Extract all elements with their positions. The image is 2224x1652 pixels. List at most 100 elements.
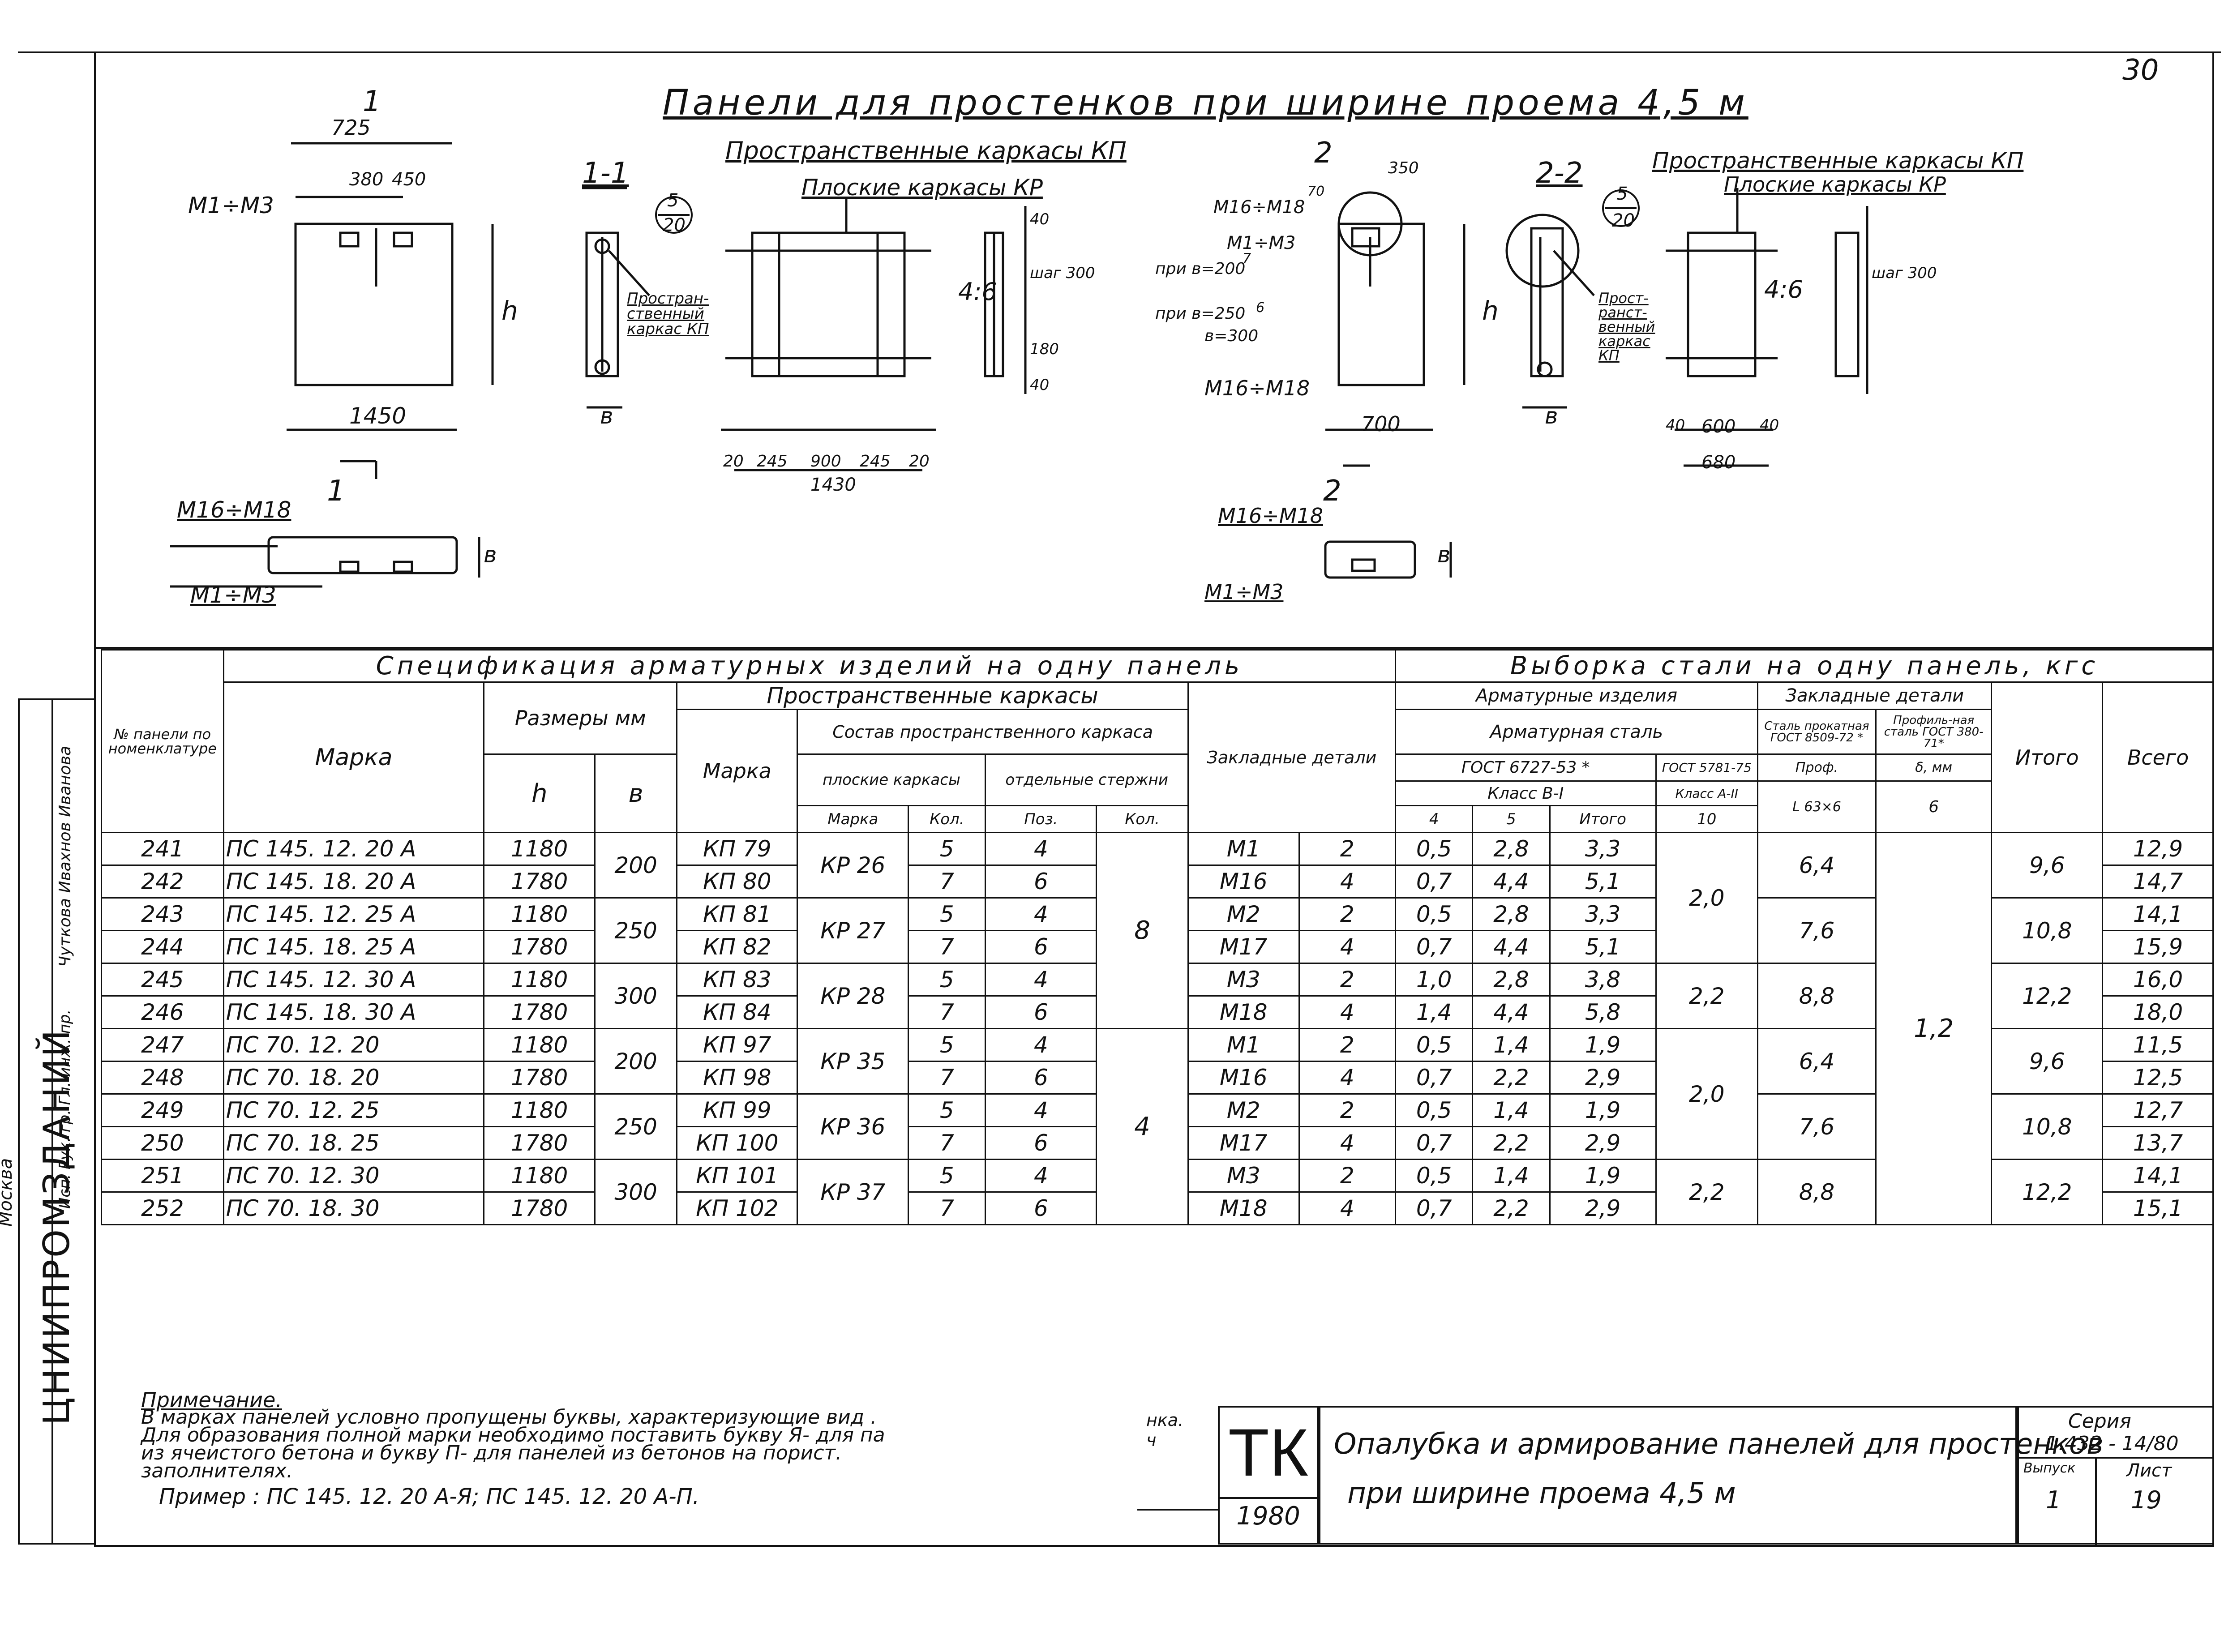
row-vsego: 14,7 xyxy=(2102,865,2214,899)
row-emb-qty: 2 xyxy=(1298,1028,1396,1062)
col-strip-prof: L 63×6 xyxy=(1757,780,1877,833)
row-kp-mark: КП 79 xyxy=(676,832,798,866)
row-total1: 3,8 xyxy=(1549,963,1657,997)
row-vsego: 13,7 xyxy=(2102,1126,2214,1160)
col-reinf-items: Арматурные изделия xyxy=(1394,681,1759,710)
row-d5: 1,4 xyxy=(1472,1159,1551,1193)
section-mark-2: 2 xyxy=(1314,137,1333,170)
col-sp-mark: Марка xyxy=(676,709,798,833)
stamp-vypusk-label: Выпуск xyxy=(2023,1460,2076,1476)
row-number: 244 xyxy=(101,930,224,964)
row-h: 1780 xyxy=(483,1191,596,1225)
row-itogo: 12,2 xyxy=(1991,1159,2104,1225)
dim-245-a: 245 xyxy=(757,452,788,471)
row-d5: 1,4 xyxy=(1472,1093,1551,1127)
row-h: 1780 xyxy=(483,930,596,964)
row-flat-qty: 5 xyxy=(908,1159,986,1193)
row-kp-mark: КП 80 xyxy=(676,865,798,899)
col-flat-mark: Марка xyxy=(797,805,909,833)
dim-h-1: h xyxy=(501,295,518,326)
frac-7: 7 xyxy=(1243,251,1251,266)
row-sheet: 1,2 xyxy=(1875,832,1993,1225)
col-flat: плоские каркасы xyxy=(797,753,986,806)
row-total1: 2,9 xyxy=(1549,1191,1657,1225)
row-d5: 2,8 xyxy=(1472,832,1551,866)
row-d4: 0,5 xyxy=(1394,832,1474,866)
row-total1: 2,9 xyxy=(1549,1061,1657,1095)
row-h: 1180 xyxy=(483,1093,596,1127)
note-line-2: Для образования полной марки необходимо … xyxy=(141,1424,885,1447)
col-sheet-6: 6 xyxy=(1875,780,1993,833)
row-emb-mark: М17 xyxy=(1187,930,1300,964)
row-number: 245 xyxy=(101,963,224,997)
row-d4: 0,7 xyxy=(1394,1126,1474,1160)
row-kr-mark: КР 35 xyxy=(797,1028,909,1095)
row-flat-qty: 7 xyxy=(908,930,986,964)
row-number: 252 xyxy=(101,1191,224,1225)
row-d4: 0,5 xyxy=(1394,1093,1474,1127)
row-emb-mark: М3 xyxy=(1187,963,1300,997)
label-m1-m3-plan: М1÷М3 xyxy=(190,582,276,608)
row-strip: 7,6 xyxy=(1757,897,1877,964)
row-kp-mark: КП 101 xyxy=(676,1159,798,1193)
col-rods-pos: Поз. xyxy=(985,805,1097,833)
note-line-4: заполнителях. xyxy=(141,1459,293,1482)
row-b: 250 xyxy=(594,897,678,964)
row-d4: 0,7 xyxy=(1394,1191,1474,1225)
stamp-list-label: Лист xyxy=(2126,1460,2172,1481)
row-total1: 1,9 xyxy=(1549,1159,1657,1193)
row-vsego: 12,5 xyxy=(2102,1061,2214,1095)
row-rods-pos: 6 xyxy=(985,995,1097,1029)
row-rods-pos: 6 xyxy=(985,1191,1097,1225)
dim-40-bottom: 40 xyxy=(1030,376,1050,394)
col-strip-sub: Проф. xyxy=(1757,753,1877,782)
row-d4: 1,0 xyxy=(1394,963,1474,997)
row-rods-pos: 6 xyxy=(985,1061,1097,1095)
section-label-1-1: 1-1 xyxy=(582,157,629,190)
row-mark: ПС 145. 12. 20 А xyxy=(223,832,485,866)
row-h: 1180 xyxy=(483,963,596,997)
row-emb-mark: М18 xyxy=(1187,995,1300,1029)
note-fragment-1: нка. xyxy=(1146,1410,1184,1430)
row-d5: 4,4 xyxy=(1472,995,1551,1029)
frac-20-b: 20 xyxy=(1612,210,1635,231)
row-d5: 2,8 xyxy=(1472,963,1551,997)
row-kr-mark: КР 28 xyxy=(797,963,909,1029)
row-mark: ПС 145. 12. 25 А xyxy=(223,897,485,931)
dim-350: 350 xyxy=(1388,159,1419,177)
row-number: 241 xyxy=(101,832,224,866)
label-m16-m18-top: М16÷М18 xyxy=(1213,197,1305,218)
col-strip: Сталь прокатная ГОСТ 8509-72 * xyxy=(1757,709,1877,755)
row-strip: 7,6 xyxy=(1757,1093,1877,1160)
row-a2: 2,2 xyxy=(1655,1159,1759,1225)
row-kr-mark: КР 27 xyxy=(797,897,909,964)
row-d5: 2,2 xyxy=(1472,1126,1551,1160)
col-panel-number: № панели по номенклатуре xyxy=(101,649,224,833)
row-a2: 2,0 xyxy=(1655,832,1759,964)
row-flat-qty: 5 xyxy=(908,1028,986,1062)
dim-20-b: 20 xyxy=(909,452,930,471)
stamp-series-box: Серия 1.432 - 14/80 Выпуск 1 Лист 19 xyxy=(2017,1406,2214,1546)
dim-600: 600 xyxy=(1701,416,1736,437)
label-m16-m18-mid: М16÷М18 xyxy=(1204,376,1310,400)
row-vsego: 14,1 xyxy=(2102,897,2214,931)
col-total1: Итого xyxy=(1549,805,1657,833)
row-b: 250 xyxy=(594,1093,678,1160)
row-flat-qty: 7 xyxy=(908,1126,986,1160)
label-kp-1: Простран- ственный каркас КП xyxy=(627,290,709,338)
header-steel: Выборка стали на одну панель, кгс xyxy=(1394,649,2215,683)
row-number: 242 xyxy=(101,865,224,899)
col-sizes: Размеры мм xyxy=(483,681,678,755)
row-mark: ПС 145. 18. 25 А xyxy=(223,930,485,964)
stamp-title-line-2: при ширине проема 4,5 м xyxy=(1347,1477,1736,1510)
panel-drawings xyxy=(170,142,1868,588)
dim-b-section1: в xyxy=(600,403,613,429)
label-kp-2: Прост- ранст- венный каркас КП xyxy=(1598,290,1655,364)
